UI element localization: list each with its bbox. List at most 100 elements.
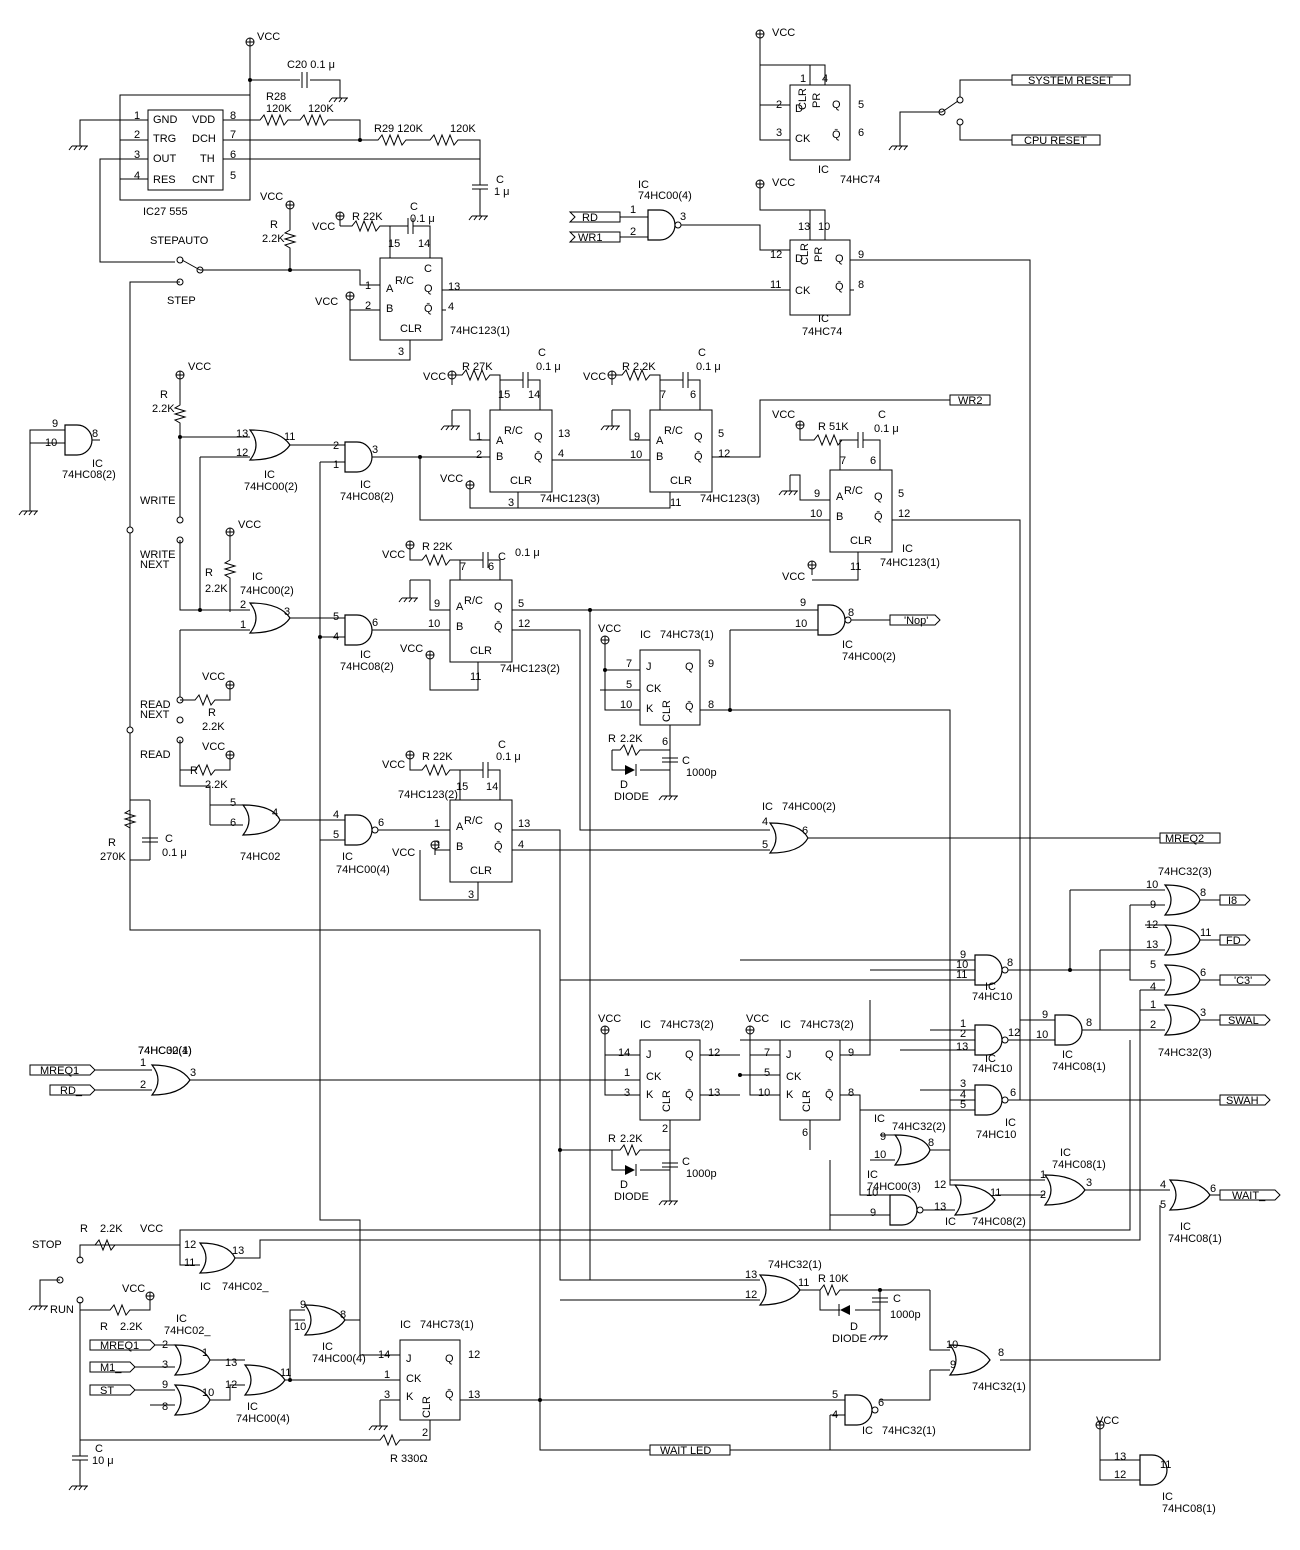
- svg-text:8: 8: [928, 1137, 934, 1149]
- svg-text:B: B: [456, 841, 463, 853]
- svg-text:R 22K: R 22K: [422, 541, 453, 553]
- svg-text:11: 11: [184, 1257, 195, 1269]
- svg-text:IC: IC: [1060, 1147, 1071, 1159]
- svg-text:11: 11: [284, 431, 295, 443]
- svg-text:5: 5: [960, 1099, 966, 1111]
- svg-text:10: 10: [202, 1387, 214, 1399]
- svg-text:7: 7: [626, 658, 632, 670]
- svg-text:74HC00(4): 74HC00(4): [312, 1353, 366, 1365]
- svg-text:1: 1: [630, 204, 636, 216]
- svg-text:CLR: CLR: [661, 700, 673, 722]
- svg-text:B: B: [456, 621, 463, 633]
- svg-text:VCC: VCC: [772, 409, 795, 421]
- svg-text:13: 13: [468, 1389, 480, 1401]
- svg-text:12: 12: [225, 1379, 237, 1391]
- svg-text:2: 2: [476, 449, 482, 461]
- svg-text:R: R: [270, 219, 278, 231]
- svg-text:3: 3: [398, 346, 404, 358]
- svg-text:14: 14: [618, 1047, 630, 1059]
- svg-text:IC: IC: [640, 1019, 651, 1031]
- svg-text:IC: IC: [985, 981, 996, 993]
- svg-text:8: 8: [708, 699, 714, 711]
- svg-text:2: 2: [960, 1028, 966, 1040]
- svg-text:2.2K: 2.2K: [202, 721, 225, 733]
- svg-text:10: 10: [758, 1087, 770, 1099]
- svg-text:D: D: [620, 1179, 628, 1191]
- svg-text:VCC: VCC: [312, 221, 335, 233]
- svg-text:TH: TH: [200, 153, 215, 165]
- svg-text:CK: CK: [795, 133, 811, 145]
- svg-text:12: 12: [1114, 1469, 1126, 1481]
- svg-text:VCC: VCC: [423, 371, 446, 383]
- svg-text:11: 11: [470, 671, 481, 683]
- svg-text:3: 3: [468, 889, 474, 901]
- svg-text:IC: IC: [638, 179, 649, 191]
- svg-text:5: 5: [858, 99, 864, 111]
- svg-text:74HC00(4): 74HC00(4): [236, 1413, 290, 1425]
- svg-text:120K: 120K: [450, 123, 476, 135]
- svg-text:R 22K: R 22K: [352, 211, 383, 223]
- svg-text:NEXT: NEXT: [140, 709, 170, 721]
- svg-text:74HC00(3): 74HC00(3): [867, 1181, 921, 1193]
- svg-text:Q̄: Q̄: [534, 450, 543, 463]
- svg-text:5: 5: [333, 829, 339, 841]
- svg-text:IC: IC: [818, 164, 829, 176]
- svg-text:VCC: VCC: [122, 1283, 145, 1295]
- write-switch[interactable]: [126, 526, 134, 534]
- svg-text:1: 1: [140, 1057, 146, 1069]
- svg-text:1: 1: [1150, 999, 1156, 1011]
- svg-text:74HC08(2): 74HC08(2): [340, 491, 394, 503]
- svg-text:6: 6: [378, 817, 384, 829]
- svg-text:4: 4: [333, 809, 339, 821]
- svg-text:RES: RES: [153, 174, 176, 186]
- svg-text:6: 6: [372, 617, 378, 629]
- svg-text:5: 5: [518, 598, 524, 610]
- svg-text:J: J: [786, 1049, 792, 1061]
- svg-text:R: R: [608, 1133, 616, 1145]
- svg-text:5: 5: [762, 839, 768, 851]
- svg-text:VCC: VCC: [202, 741, 225, 753]
- svg-text:VCC: VCC: [772, 27, 795, 39]
- svg-text:VCC: VCC: [583, 371, 606, 383]
- svg-text:R 51K: R 51K: [818, 421, 849, 433]
- svg-text:VCC: VCC: [400, 643, 423, 655]
- svg-text:3: 3: [284, 606, 290, 618]
- svg-text:5: 5: [1150, 959, 1156, 971]
- svg-text:CLR: CLR: [400, 323, 422, 335]
- svg-text:IC: IC: [360, 649, 371, 661]
- svg-text:74HC00(2): 74HC00(2): [842, 651, 896, 663]
- svg-text:1: 1: [365, 280, 371, 292]
- svg-text:IC: IC: [842, 639, 853, 651]
- svg-text:A: A: [386, 283, 394, 295]
- svg-text:C: C: [698, 347, 706, 359]
- svg-text:0.1 μ: 0.1 μ: [515, 547, 540, 559]
- svg-text:Q̄: Q̄: [825, 1088, 834, 1101]
- svg-text:CK: CK: [406, 1373, 422, 1385]
- svg-text:74HC123(1): 74HC123(1): [880, 557, 940, 569]
- svg-text:4: 4: [448, 301, 454, 313]
- svg-text:5: 5: [718, 428, 724, 440]
- svg-text:R: R: [205, 567, 213, 579]
- svg-text:74HC00(2): 74HC00(2): [782, 801, 836, 813]
- svg-text:7: 7: [460, 561, 466, 573]
- svg-text:15: 15: [388, 238, 400, 250]
- svg-text:74HC32(2): 74HC32(2): [892, 1121, 946, 1133]
- svg-text:NEXT: NEXT: [140, 559, 170, 571]
- svg-text:R 10K: R 10K: [818, 1273, 849, 1285]
- svg-text:B: B: [386, 303, 393, 315]
- svg-text:74HC00(4): 74HC00(4): [138, 1045, 192, 1057]
- read-switch[interactable]: [126, 726, 134, 734]
- svg-text:R: R: [100, 1321, 108, 1333]
- step-label: STEP: [167, 295, 196, 307]
- svg-text:CLR: CLR: [470, 865, 492, 877]
- svg-text:'Nop': 'Nop': [904, 615, 928, 627]
- svg-text:2.2K: 2.2K: [262, 233, 285, 245]
- svg-text:11: 11: [956, 969, 967, 981]
- svg-text:K: K: [406, 1391, 414, 1403]
- svg-text:13: 13: [956, 1041, 968, 1053]
- svg-text:9: 9: [814, 488, 820, 500]
- svg-text:74HC08(1): 74HC08(1): [1052, 1159, 1106, 1171]
- svg-text:R: R: [208, 707, 216, 719]
